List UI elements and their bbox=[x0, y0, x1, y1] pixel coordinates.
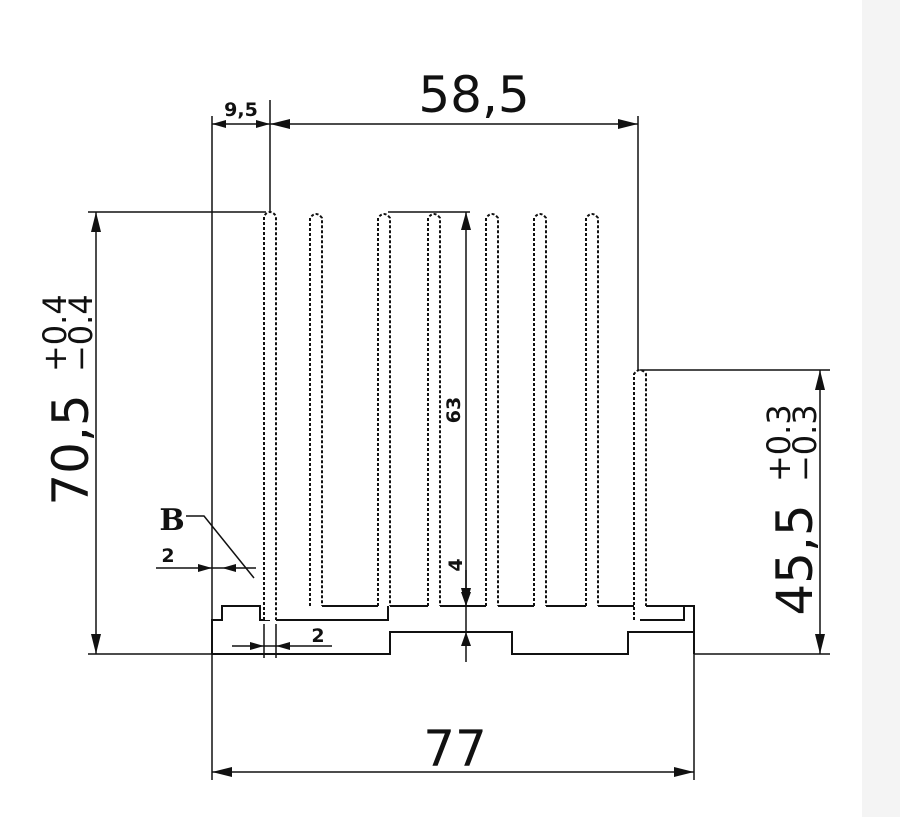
dim-overall-width-label: 77 bbox=[423, 720, 487, 778]
dim-overall-width: 77 bbox=[211, 654, 695, 780]
dim-height-right-tol-minus: −0.3 bbox=[786, 404, 824, 482]
fin-7 bbox=[585, 213, 599, 606]
dim-height-left-tol-minus: −0.4 bbox=[62, 294, 100, 372]
base-plate-outline bbox=[211, 605, 695, 655]
dim-left-offset-label: 9,5 bbox=[224, 99, 258, 121]
detail-label-b: B bbox=[159, 503, 184, 538]
dim-top-span-label: 58,5 bbox=[418, 66, 529, 124]
dim-lip-width: 2 bbox=[156, 545, 256, 572]
dim-height-left: 70,5 +0.4 −0.4 bbox=[36, 211, 266, 655]
fin-8-short bbox=[633, 369, 647, 620]
dim-base-thickness-label: 4 bbox=[445, 558, 467, 571]
fin-6 bbox=[533, 213, 547, 606]
dim-height-right-tol-plus: +0.3 bbox=[760, 404, 798, 482]
dim-base-thickness: 4 bbox=[445, 558, 471, 662]
dim-height-right-label: 45,5 bbox=[766, 504, 824, 615]
dim-top-span: 58,5 bbox=[269, 66, 639, 370]
dim-height-right: 45,5 +0.3 −0.3 bbox=[640, 369, 830, 655]
fin-3 bbox=[377, 213, 391, 606]
fins bbox=[263, 211, 684, 621]
fin-2 bbox=[309, 213, 323, 606]
dim-fin-thickness-label: 2 bbox=[311, 625, 324, 647]
detail-callout-b: B bbox=[159, 503, 255, 579]
fin-4 bbox=[427, 213, 441, 606]
dim-height-left-tol-plus: +0.4 bbox=[36, 294, 74, 372]
dim-left-offset: 9,5 bbox=[211, 99, 270, 620]
dim-fin-height-label: 63 bbox=[443, 397, 465, 423]
fin-5 bbox=[485, 213, 499, 606]
fin-1 bbox=[263, 211, 277, 620]
dim-fin-thickness: 2 bbox=[232, 624, 332, 658]
dim-lip-width-label: 2 bbox=[161, 545, 174, 567]
dim-height-left-label: 70,5 bbox=[42, 394, 100, 505]
scan-margin-strip bbox=[862, 0, 900, 817]
